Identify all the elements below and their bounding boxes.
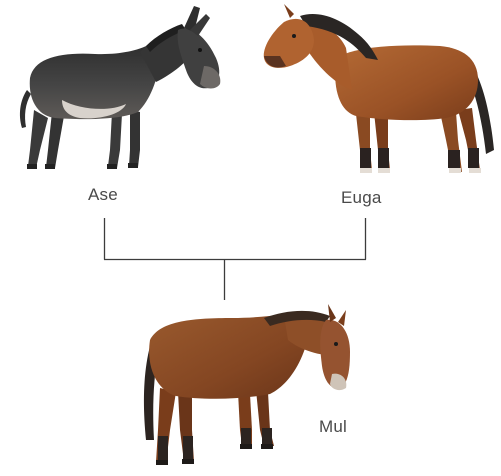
horse-label: Euga [341, 188, 382, 207]
horse-image [263, 4, 494, 173]
cross-connector [103, 218, 367, 300]
mule-label: Mul [319, 417, 347, 436]
donkey-image [19, 6, 221, 169]
donkey-label: Ase [88, 185, 118, 204]
mule-image [143, 304, 350, 465]
